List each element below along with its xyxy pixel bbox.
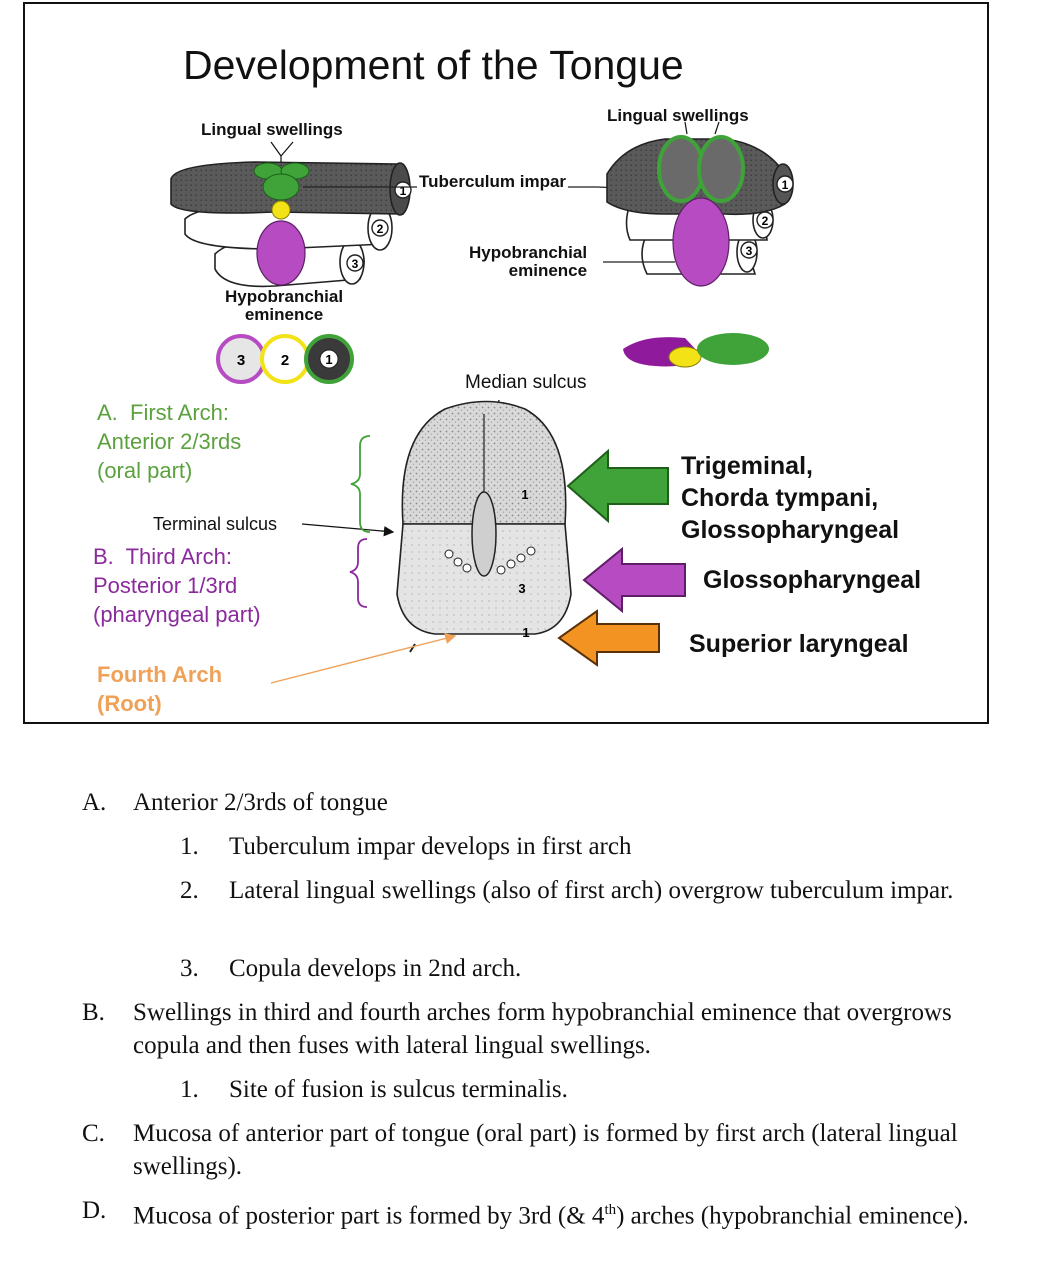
label-median-sulcus: Median sulcus [465, 372, 587, 393]
tongue-number-1-upper: 1 [521, 487, 528, 502]
first-arch-text: A. First Arch: Anterior 2/3rds (oral par… [97, 400, 242, 483]
orange-arrow [557, 609, 660, 667]
right-arch-diagram: 1 2 3 [606, 121, 794, 287]
arch-number-2-right: 2 [762, 214, 769, 228]
fourth-arch-text: Fourth Arch (Root) [97, 662, 223, 716]
label-lingual-swellings-left: Lingual swellings [201, 120, 343, 139]
ring-number-3: 3 [237, 352, 245, 369]
lingual-swelling-right-a [657, 135, 705, 203]
label-terminal-sulcus: Terminal sulcus [153, 514, 278, 534]
ring-number-2: 2 [281, 352, 289, 369]
nerves-first-arch: Trigeminal, Chorda tympani, Glossopharyn… [681, 452, 900, 544]
arch-number-3-left: 3 [352, 257, 359, 271]
left-arch-diagram: 1 2 3 [170, 141, 412, 288]
fused-swellings-blobs [623, 333, 769, 368]
hypobranchial-eminence-left [256, 220, 306, 286]
label-hypobranchial-right: Hypobranchial eminence [469, 243, 588, 280]
slide-title: Development of the Tongue [183, 42, 684, 88]
nerves-third-arch: Glossopharyngeal [703, 566, 922, 594]
arch-number-1-right: 1 [782, 178, 789, 192]
purple-arrow [582, 546, 686, 614]
tongue-number-1-lower: 1 [522, 625, 529, 640]
brace-first-arch [350, 435, 371, 533]
copula-left [271, 200, 291, 220]
hypobranchial-eminence-right [672, 197, 730, 287]
label-lingual-swellings-right: Lingual swellings [607, 106, 749, 125]
arch-number-2-left: 2 [377, 222, 384, 236]
brace-third-arch [349, 538, 368, 608]
arch-rings: 3 2 1 [216, 334, 354, 384]
ring-number-1: 1 [325, 352, 332, 367]
nerves-fourth-arch: Superior laryngeal [689, 630, 909, 658]
slide-figure: 1 2 3 [23, 2, 989, 724]
tuberculum-impar-left [262, 173, 300, 201]
fourth-arch-pointer [270, 632, 457, 684]
arch-number-3-right: 3 [746, 244, 753, 258]
lingual-swelling-right-b [697, 135, 745, 203]
adult-tongue: 1 3 1 [396, 400, 572, 653]
third-arch-text: B. Third Arch: Posterior 1/3rd (pharynge… [93, 544, 261, 627]
label-tuberculum-impar: Tuberculum impar [417, 172, 569, 192]
green-arrow [566, 448, 669, 524]
tongue-number-3: 3 [518, 581, 525, 596]
note-d-text: Mucosa of posterior part is formed by 3r… [133, 1202, 969, 1230]
tongue-diagram: 1 2 3 [170, 121, 794, 684]
label-hypobranchial-left: Hypobranchial eminence [225, 287, 344, 324]
arch-number-1-left: 1 [400, 184, 407, 198]
